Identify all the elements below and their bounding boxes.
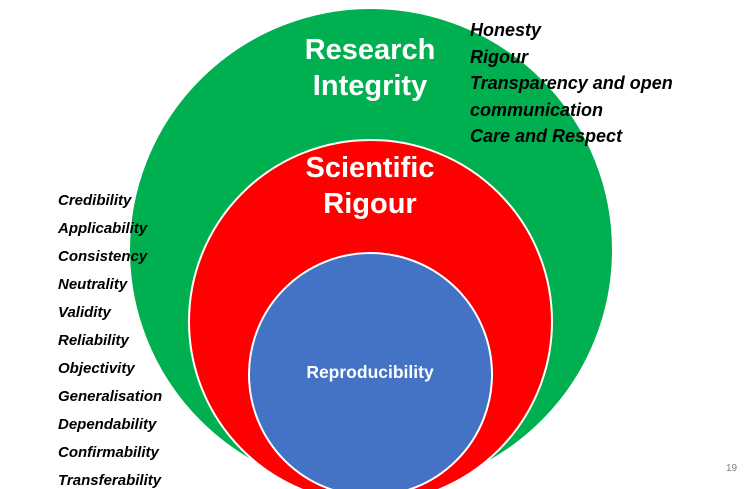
rigour-criterion-item: Objectivity: [58, 360, 135, 377]
rigour-criterion-item: Neutrality: [58, 276, 128, 293]
page-number: 19: [726, 463, 738, 474]
rigour-criterion-item: Reliability: [58, 332, 129, 349]
reproducibility-circle: [248, 252, 493, 489]
integrity-value-item: Rigour: [470, 46, 528, 67]
rigour-criterion-item: Credibility: [58, 192, 132, 209]
rigour-criterion-item: Applicability: [58, 220, 148, 237]
integrity-value-item: Honesty: [470, 20, 542, 40]
rigour-criteria-list: Credibility Applicability Consistency Ne…: [58, 187, 218, 489]
rigour-criterion-item: Dependability: [58, 416, 157, 433]
rigour-criterion-item: Generalisation: [58, 388, 163, 405]
integrity-value-item: Care and Respect: [470, 126, 623, 146]
integrity-value-item: Transparency and open communication: [470, 73, 673, 120]
reproducibility-label: Reproducibility: [306, 362, 434, 382]
rigour-criterion-item: Confirmability: [58, 444, 159, 461]
research-integrity-label: Research Integrity: [304, 34, 436, 102]
scientific-rigour-label: Scientific Rigour: [305, 152, 435, 220]
rigour-criterion-item: Transferability: [58, 472, 162, 489]
integrity-values-list: Honesty Rigour Transparency and open com…: [470, 17, 730, 150]
rigour-criterion-item: Consistency: [58, 248, 148, 265]
rigour-criterion-item: Validity: [58, 304, 111, 321]
